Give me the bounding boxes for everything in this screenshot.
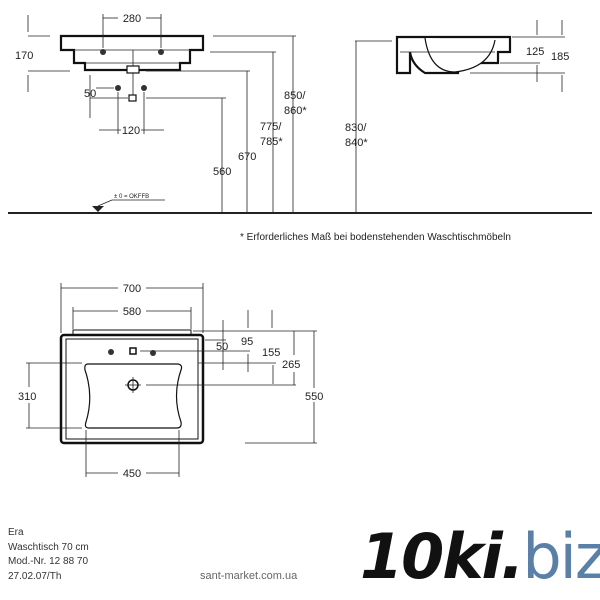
- supply-connection-icon: [115, 85, 121, 91]
- dim-850: 850/: [284, 90, 306, 102]
- logo-part-b: biz: [522, 520, 600, 593]
- supply-connection-icon: [141, 85, 147, 91]
- dim-310: 310: [18, 391, 36, 403]
- dim-185: 185: [551, 51, 569, 63]
- top-view: 700 580 50 95 155 265 550 310 450: [18, 283, 323, 480]
- watermark-logo: 10ki.biz: [360, 522, 600, 592]
- dim-860: 860*: [284, 105, 307, 117]
- dim-560: 560: [213, 166, 231, 178]
- product-series: Era: [8, 527, 24, 538]
- tap-hole-icon: [100, 49, 106, 55]
- tap-hole-icon: [108, 349, 114, 355]
- tap-hole-icon: [150, 350, 156, 356]
- model-number: Mod.-Nr. 12 88 70: [8, 556, 89, 567]
- side-view: 830/ 840* 125 185: [345, 20, 569, 213]
- dim-280: 280: [123, 13, 141, 25]
- dim-50-top: 50: [216, 341, 228, 353]
- dim-840-value: 840*: [345, 137, 368, 149]
- dim-50: 50: [84, 88, 96, 100]
- watermark-site: sant-market.com.ua: [200, 570, 298, 582]
- drawing-date: 27.02.07/Th: [8, 570, 62, 582]
- dim-265: 265: [282, 359, 300, 371]
- dim-550: 550: [305, 391, 323, 403]
- dim-170: 170: [15, 50, 33, 62]
- tap-hole-icon: [129, 347, 137, 355]
- footnote: * Erforderliches Maß bei bodenstehenden …: [240, 232, 511, 243]
- dim-120: 120: [122, 125, 140, 137]
- dim-155: 155: [262, 347, 280, 359]
- dim-95: 95: [241, 336, 253, 348]
- waste-icon: [126, 65, 140, 74]
- floor-level-label: ± 0 = OKFFB: [114, 194, 149, 200]
- basin-front-outline: [59, 34, 205, 72]
- drain-connection-icon: [128, 94, 137, 102]
- tap-hole-icon: [158, 49, 164, 55]
- dim-450: 450: [123, 468, 141, 480]
- dim-830: 830/: [345, 122, 367, 134]
- dim-700: 700: [123, 283, 141, 295]
- product-name: Waschtisch 70 cm: [8, 541, 89, 553]
- logo-part-a: 10ki.: [360, 520, 524, 593]
- dim-670: 670: [238, 151, 256, 163]
- basin-bowl: [84, 363, 183, 429]
- dim-580: 580: [123, 306, 141, 318]
- title-block: Era Waschtisch 70 cm Mod.-Nr. 12 88 70 2…: [8, 526, 89, 584]
- dim-125: 125: [526, 46, 544, 58]
- front-view: 280 170 50 120 560 670 775/ 785* 850/ 86…: [15, 13, 307, 213]
- dim-775: 775/: [260, 121, 282, 133]
- floor-level-icon: [92, 206, 104, 212]
- dim-785: 785*: [260, 136, 283, 148]
